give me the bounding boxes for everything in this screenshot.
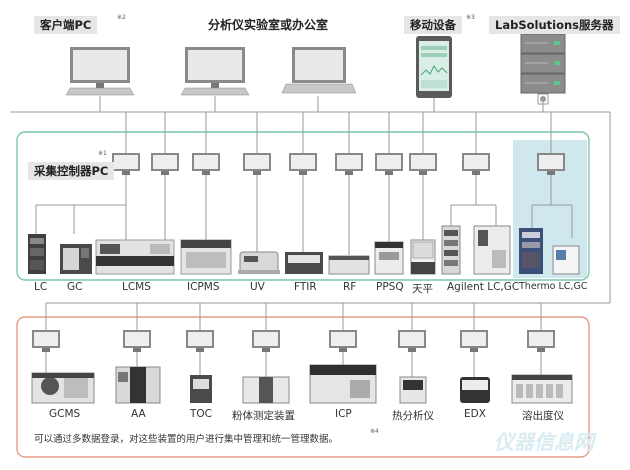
instrument-rf [328, 255, 370, 275]
label-balance: 天平 [412, 283, 433, 295]
label-lc: LC [34, 281, 48, 293]
label-ftir: FTIR [294, 281, 317, 293]
mobile-label: 移动设备 [404, 16, 462, 34]
acq-label: 采集控制器PC [28, 162, 115, 180]
label-lcms: LCMS [122, 281, 151, 293]
instrument-ftir [285, 252, 323, 274]
acq-note: ※1 [98, 150, 107, 157]
label-agilent: Agilent LC,GC [447, 281, 520, 293]
label-icpms: ICPMS [187, 281, 220, 293]
label-gcms: GCMS [49, 408, 81, 420]
lab-title: 分析仪实验室或办公室 [208, 18, 329, 32]
instrument-agilent-gc [473, 225, 511, 275]
label-uv: UV [250, 281, 265, 293]
server-hub-square [537, 93, 549, 105]
watermark: 仪器信息网 [494, 430, 594, 454]
client-pc-label: 客户端PC [34, 16, 98, 34]
label-gc: GC [67, 281, 83, 293]
instrument-lcms [95, 239, 175, 275]
instrument-gcms [31, 372, 95, 404]
client-laptop [281, 47, 357, 94]
instrument-toc [190, 375, 212, 403]
instrument-aa [115, 366, 161, 404]
instrument-icp [309, 364, 377, 404]
instrument-thermo-gc [552, 245, 580, 275]
instrument-powder [242, 376, 290, 404]
mobile-tablet [416, 36, 452, 98]
label-dissolution: 溶出度仪 [522, 410, 564, 422]
instrument-thermo-lc [519, 228, 543, 274]
instrument-ppsq [374, 241, 404, 275]
standalone-frame [16, 316, 590, 458]
instrument-uv [238, 251, 280, 274]
label-thermo: Thermo LC,GC [519, 281, 588, 292]
standalone-monitors [32, 330, 555, 352]
label-rf: RF [343, 281, 357, 293]
instrument-agilent-lc [441, 225, 461, 275]
acq-monitors [112, 153, 565, 175]
label-toc: TOC [190, 408, 213, 420]
label-powder: 粉体测定装置 [232, 410, 295, 422]
footer-text: 可以通过多数据登录，对这些装置的用户进行集中管理和统一管理数据。 [34, 434, 339, 445]
instrument-gc [60, 244, 92, 274]
instrument-thermal [399, 376, 427, 404]
instrument-balance [410, 239, 436, 275]
instrument-lc [28, 234, 46, 274]
label-thermal: 热分析仪 [392, 410, 434, 422]
label-edx: EDX [464, 408, 486, 420]
network-lines [10, 96, 611, 377]
server-rack [520, 33, 566, 94]
label-ppsq: PPSQ [376, 281, 404, 293]
label-icp: ICP [335, 408, 352, 420]
instrument-dissolution [511, 374, 573, 404]
mobile-note: ※3 [466, 14, 475, 21]
instrument-icpms [180, 239, 232, 275]
client-monitor-2 [180, 47, 250, 96]
server-label: LabSolutions服务器 [489, 16, 620, 34]
client-monitor-1 [65, 47, 135, 96]
client-pc-note: ※2 [117, 14, 126, 21]
server-hub-node [540, 96, 546, 102]
label-aa: AA [131, 408, 146, 420]
footer-note: ※4 [370, 428, 379, 435]
instrument-edx [460, 377, 490, 403]
